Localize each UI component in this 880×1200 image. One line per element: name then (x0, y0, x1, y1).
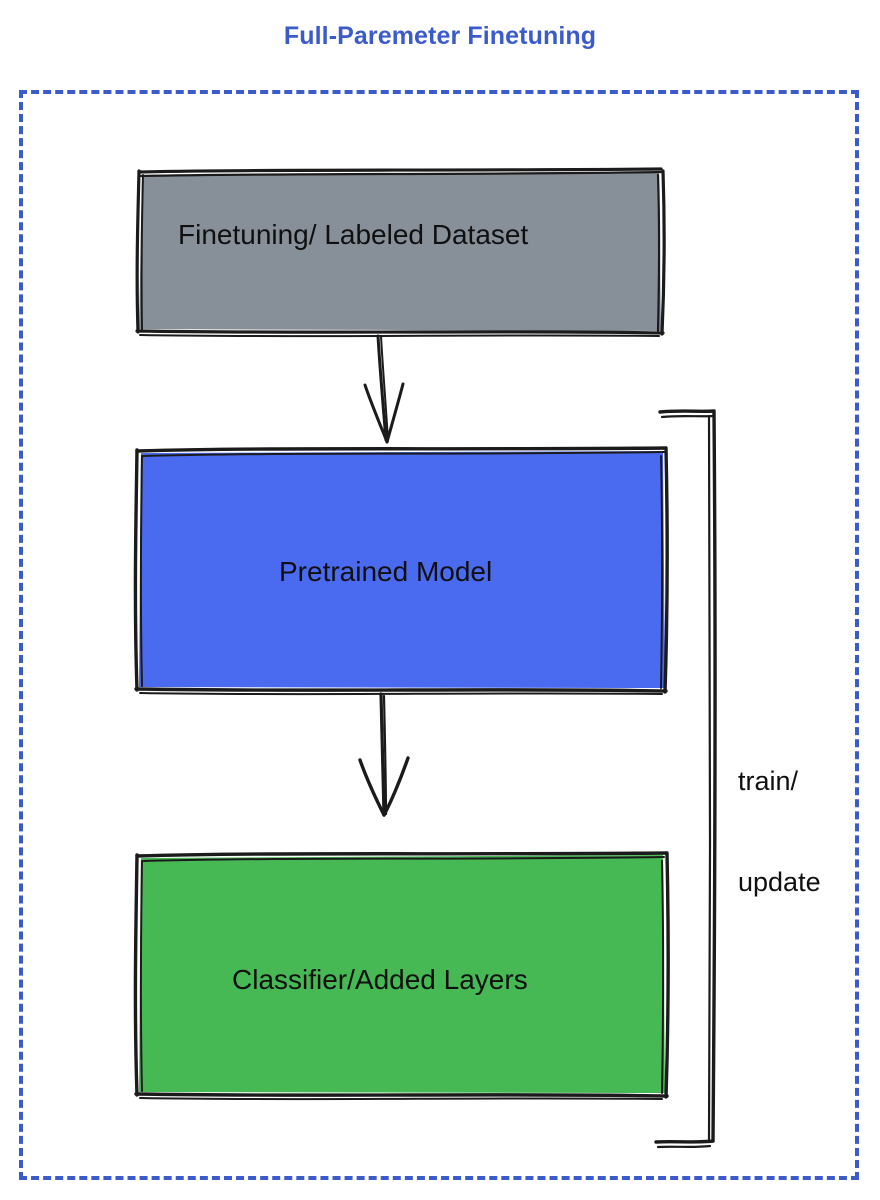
page-title: Full-Paremeter Finetuning (283, 22, 597, 50)
feedback-loop-label-line1: train/ (738, 765, 799, 796)
feedback-loop-label: train/ update (738, 697, 821, 967)
dashed-container-frame (19, 90, 859, 1180)
node-pretrained-label: Pretrained Model (279, 556, 493, 587)
node-dataset-label: Finetuning/ Labeled Dataset (178, 219, 529, 250)
node-classifier-label: Classifier/Added Layers (232, 964, 528, 995)
feedback-loop-label-line2: update (738, 866, 821, 897)
